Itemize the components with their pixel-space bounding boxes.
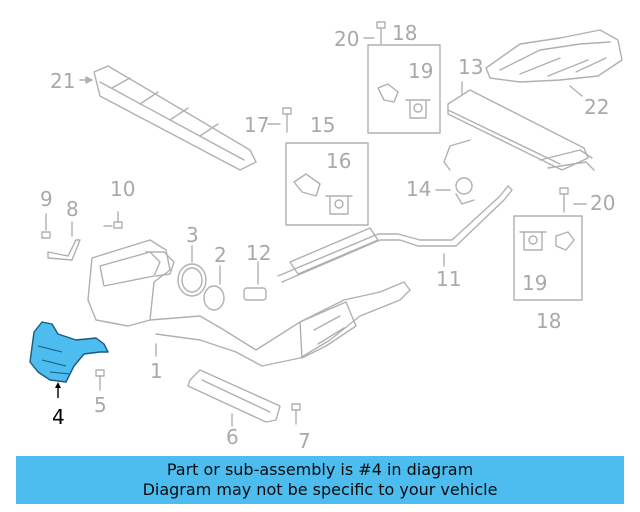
part-label-17: 17	[244, 113, 269, 137]
banner-line-part-number: Part or sub-assembly is #4 in diagram	[166, 460, 474, 479]
bolt-part-17	[267, 107, 292, 133]
banner-line-disclaimer: Diagram may not be specific to your vehi…	[142, 480, 498, 499]
heat-shield-part-4[interactable]	[29, 321, 109, 398]
part-label-15: 15	[310, 113, 335, 137]
part-label-19-top: 19	[408, 59, 433, 83]
bracket-part-8	[47, 221, 81, 261]
rear-muffler-part-13	[443, 81, 595, 171]
bolt-part-10	[103, 211, 123, 229]
part-label-11: 11	[436, 267, 461, 291]
catalytic-converter-part-1	[87, 239, 411, 367]
part-label-2: 2	[214, 243, 227, 267]
part-label-19-right: 19	[522, 271, 547, 295]
bolt-part-9	[41, 213, 51, 239]
part-label-10: 10	[110, 177, 135, 201]
bolt-part-7	[291, 403, 301, 425]
part-label-20-top: 20	[334, 27, 359, 51]
part-label-9: 9	[40, 187, 53, 211]
part-label-20-right: 20	[590, 191, 615, 215]
bolt-part-5	[95, 369, 105, 391]
part-label-14: 14	[406, 177, 431, 201]
clamp-part-14	[435, 177, 475, 205]
part-label-8: 8	[66, 197, 79, 221]
part-label-3: 3	[186, 223, 199, 247]
hanger-kit-box-15	[285, 142, 369, 226]
hanger-kit-box-18-top	[367, 44, 441, 134]
hanger-kit-box-18-right	[513, 215, 583, 301]
bolt-part-20-right	[559, 187, 587, 213]
heat-shield-part-22	[485, 29, 623, 97]
clamp-part-12	[243, 261, 267, 301]
heat-shield-part-6	[187, 369, 281, 427]
part-label-18-right: 18	[536, 309, 561, 333]
part-label-7: 7	[298, 429, 311, 453]
part-label-13: 13	[458, 55, 483, 79]
part-label-16: 16	[326, 149, 351, 173]
part-label-21: 21	[50, 69, 75, 93]
part-label-22: 22	[584, 95, 609, 119]
intermediate-pipe-part-11	[277, 185, 513, 283]
bolt-part-20-top	[363, 21, 386, 45]
part-label-12: 12	[246, 241, 271, 265]
clamp-part-3	[177, 245, 207, 297]
gasket-part-2	[203, 265, 225, 311]
heat-shield-part-21	[79, 65, 257, 171]
part-label-1: 1	[150, 359, 163, 383]
part-label-18-top: 18	[392, 21, 417, 45]
part-label-4: 4	[52, 405, 65, 429]
info-banner: Part or sub-assembly is #4 in diagram Di…	[16, 456, 624, 504]
part-label-6: 6	[226, 425, 239, 449]
part-label-5: 5	[94, 393, 107, 417]
